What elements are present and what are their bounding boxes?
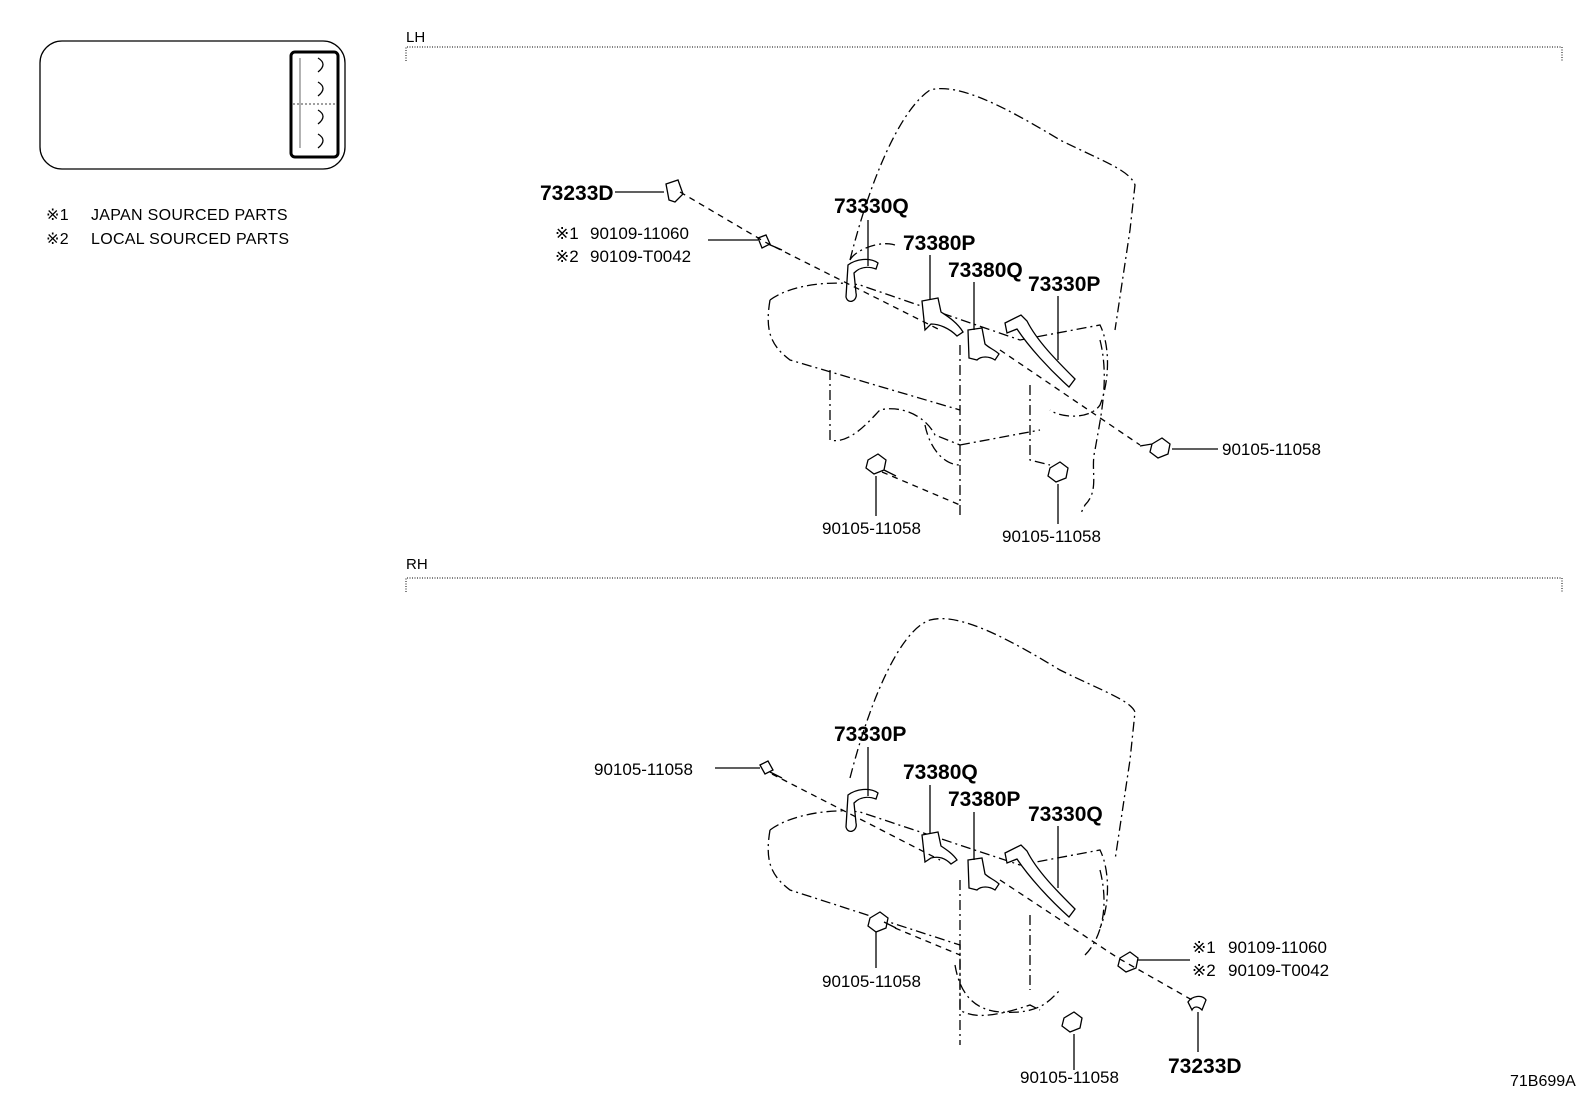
rh-belt-73330q	[1004, 844, 1076, 918]
lh-label-bolt-bottom-right: 90105-11058	[1002, 527, 1101, 546]
rh-section: RH	[405, 556, 1563, 1087]
rh-belt-73330p	[845, 788, 879, 832]
rh-cover-73233d	[1187, 995, 1207, 1012]
lh-bolt-bottom-left	[865, 453, 897, 477]
legend-text-2: LOCAL SOURCED PARTS	[91, 231, 289, 248]
lh-leaders	[615, 191, 1218, 524]
rh-buckle-73380q	[921, 831, 958, 865]
lh-bolt-right	[1139, 437, 1171, 459]
rh-buckle-73380p	[967, 857, 1000, 891]
lh-buckle-73380p	[921, 297, 964, 337]
lh-parts	[665, 179, 1171, 483]
legend-mark-2: ※2	[46, 231, 69, 248]
lh-label-90109-t0042: 90109-T0042	[590, 247, 691, 266]
rh-label-bolt-bottom-left: 90105-11058	[822, 972, 921, 991]
legend: ※1 JAPAN SOURCED PARTS ※2 LOCAL SOURCED …	[46, 207, 289, 248]
lh-title: LH	[406, 29, 425, 46]
lh-label-bolt-bottom-left: 90105-11058	[822, 519, 921, 538]
lh-bolt-bottom-right	[1047, 461, 1069, 483]
rh-parts	[759, 760, 1207, 1033]
lh-label-90109-11060: 90109-11060	[590, 224, 689, 243]
lh-cover-73233d	[665, 179, 684, 203]
lh-mark-1: ※1	[555, 224, 579, 243]
rh-seat-outline	[767, 618, 1136, 1045]
lh-bolt-90109	[757, 234, 783, 251]
rh-label-73330q: 73330Q	[1028, 803, 1103, 826]
rh-label-90109-11060: 90109-11060	[1228, 938, 1327, 957]
rh-bolt-mid	[867, 911, 897, 933]
lh-label-73233d: 73233D	[540, 182, 614, 205]
lh-label-73330q: 73330Q	[834, 195, 909, 218]
rh-label-bolt-bottom-right: 90105-11058	[1020, 1068, 1119, 1087]
rh-bolt-90105-left	[759, 760, 783, 779]
rh-label-73380p: 73380P	[948, 788, 1020, 811]
lh-label-73380q: 73380Q	[948, 259, 1023, 282]
rh-label-90109-t0042: 90109-T0042	[1228, 961, 1329, 980]
legend-text-1: JAPAN SOURCED PARTS	[91, 207, 288, 224]
lh-label-73330p: 73330P	[1028, 273, 1100, 296]
rh-label-bolt-left: 90105-11058	[594, 760, 693, 779]
rh-leaders	[715, 747, 1199, 1070]
lh-belt-73330p	[1004, 314, 1076, 388]
rh-mark-2: ※2	[1192, 961, 1216, 980]
reference-code: 71B699A	[1510, 1073, 1576, 1090]
lh-belt-73330q	[845, 258, 879, 302]
lh-label-bolt-right: 90105-11058	[1222, 440, 1321, 459]
rh-title: RH	[406, 556, 428, 573]
rh-label-73380q: 73380Q	[903, 761, 978, 784]
rh-label-73233d: 73233D	[1168, 1055, 1242, 1078]
lh-seat-outline	[767, 88, 1136, 516]
lh-buckle-73380q	[967, 327, 1000, 361]
rh-bolt-90109	[1117, 951, 1139, 973]
lh-label-73380p: 73380P	[903, 232, 975, 255]
rh-bolt-bottom-right	[1061, 1011, 1083, 1033]
vehicle-locator	[39, 40, 346, 170]
legend-mark-1: ※1	[46, 207, 69, 224]
lh-mark-2: ※2	[555, 247, 579, 266]
rh-mark-1: ※1	[1192, 938, 1216, 957]
rh-label-73330p: 73330P	[834, 723, 906, 746]
lh-section: LH	[405, 29, 1563, 546]
